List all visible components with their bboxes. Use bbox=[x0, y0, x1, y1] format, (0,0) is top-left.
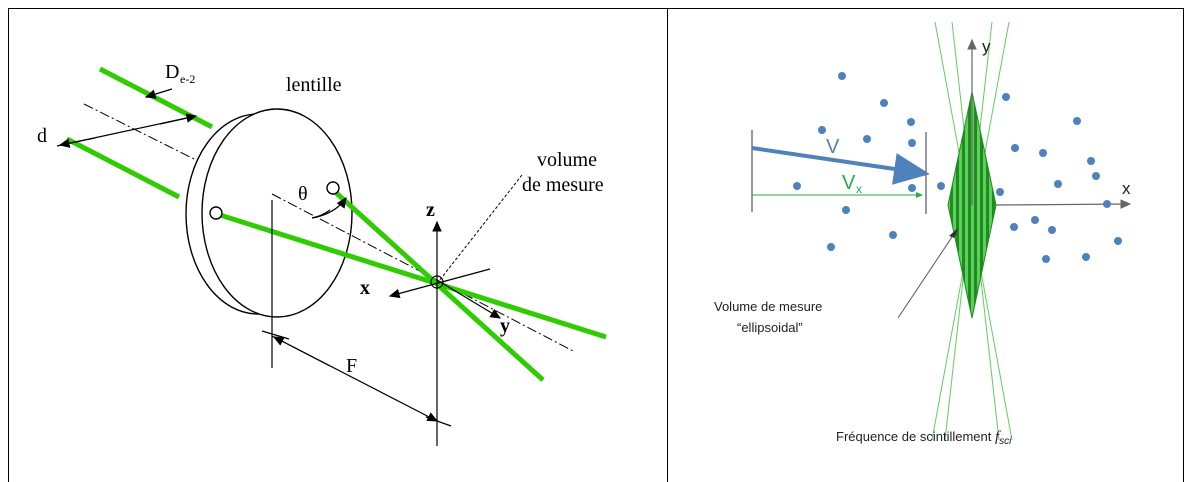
border-right bbox=[1183, 8, 1184, 482]
measurement-volume-dot bbox=[430, 275, 444, 289]
x-axis-label: x bbox=[360, 277, 370, 299]
incoming-beam-lower bbox=[65, 136, 181, 200]
y-axis bbox=[436, 279, 502, 319]
y-axis-label: y bbox=[500, 315, 510, 337]
focal-dimension-back bbox=[272, 336, 331, 367]
beam-diameter-label: D bbox=[165, 61, 179, 83]
border-top bbox=[8, 8, 1184, 9]
beam-spot-right bbox=[326, 181, 340, 195]
focal-label: F bbox=[346, 355, 357, 377]
border-left bbox=[8, 8, 9, 482]
lens-label: lentille bbox=[286, 74, 342, 96]
border-middle bbox=[667, 8, 668, 482]
optical-axis-in bbox=[83, 103, 197, 161]
beam-diameter-subscript: e-2 bbox=[180, 72, 195, 86]
volume-label-line2: de mesure bbox=[522, 174, 604, 196]
volume-pointer bbox=[438, 174, 523, 282]
beam-diameter-arrow bbox=[144, 88, 173, 99]
beam-spot-left bbox=[209, 206, 223, 220]
angle-arc-start bbox=[311, 209, 331, 219]
outgoing-beam-2 bbox=[331, 188, 545, 382]
outgoing-beam-1 bbox=[219, 212, 607, 340]
angle-label: θ bbox=[298, 183, 308, 205]
volume-label-line1: volume bbox=[537, 149, 597, 171]
spacing-arrow-head-l bbox=[58, 137, 96, 148]
lens-front bbox=[201, 108, 353, 318]
spacing-label: d bbox=[37, 125, 47, 147]
lda-optics-diagram: D e-2 d lentille θ volume de mesure z x … bbox=[37, 61, 607, 446]
spacing-arrow-head-r bbox=[159, 113, 198, 125]
z-axis-label: z bbox=[426, 199, 435, 221]
focal-bracket-bottom bbox=[425, 416, 452, 427]
